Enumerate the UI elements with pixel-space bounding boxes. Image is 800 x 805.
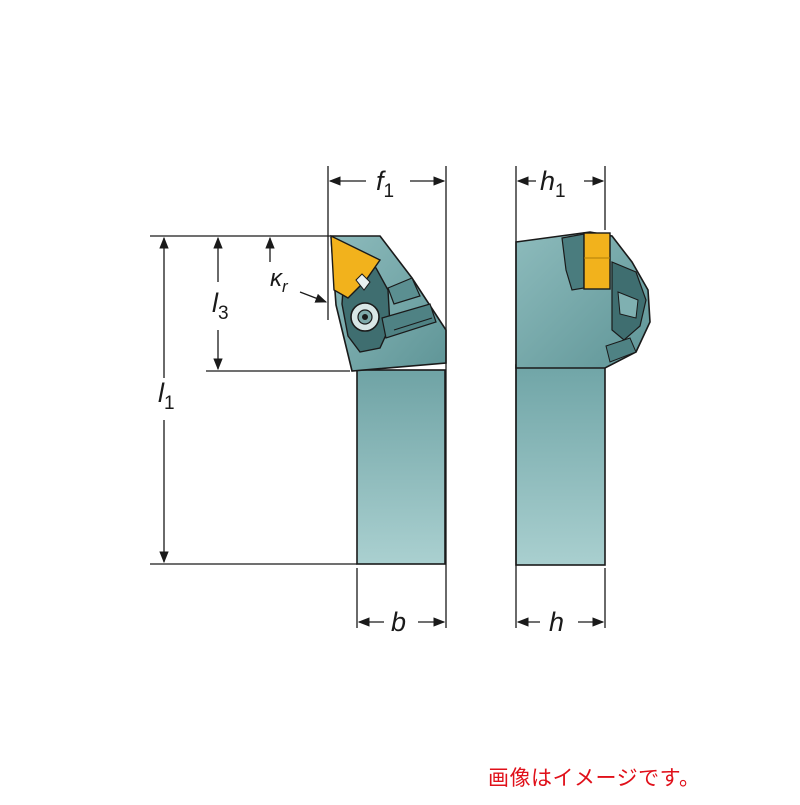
dimension-labels: f1 h1 l3 l1 κr b h	[158, 166, 566, 637]
label-f1: f1	[376, 166, 394, 202]
label-kappa-r: κr	[270, 265, 289, 296]
label-l1: l1	[158, 378, 175, 414]
dimension-lines	[150, 166, 606, 628]
front-shank	[356, 369, 446, 565]
label-b: b	[391, 607, 406, 637]
front-view	[330, 234, 447, 565]
label-h1: h1	[540, 166, 566, 202]
cutting-insert	[330, 234, 382, 299]
image-disclaimer-caption: 画像はイメージです。	[488, 766, 701, 790]
side-view	[515, 231, 651, 566]
side-insert	[583, 232, 611, 290]
label-l3: l3	[212, 288, 229, 324]
label-h: h	[549, 607, 564, 637]
side-shank	[515, 364, 606, 566]
